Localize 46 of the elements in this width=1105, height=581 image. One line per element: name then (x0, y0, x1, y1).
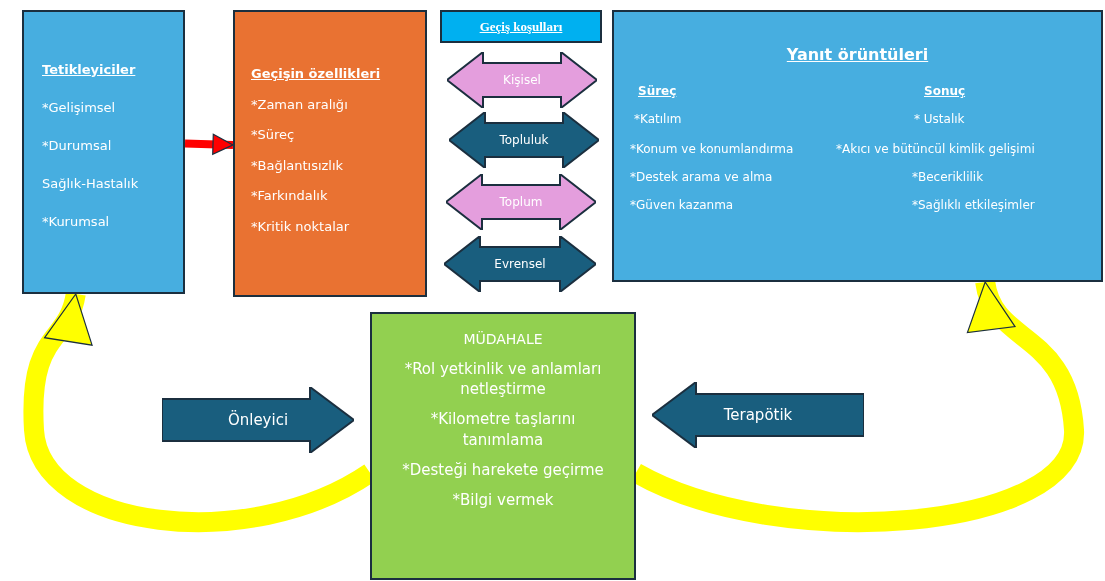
list-item: MÜDAHALE (463, 330, 543, 349)
category-box (233, 10, 427, 297)
double-arrow-shape (447, 52, 597, 108)
arrow-label: Topluluk (498, 133, 550, 147)
list-item: *Konum ve konumlandırma (630, 142, 794, 156)
double-arrow-shape (446, 174, 596, 230)
intervention-box (370, 312, 636, 580)
list-item: *Güven kazanma (630, 198, 734, 212)
list-item: *Kilometre taşlarını tanımlama (429, 409, 577, 450)
block-arrow-shape (652, 382, 864, 448)
list-item: *Gelişimsel (42, 100, 116, 115)
category-box (22, 10, 185, 294)
list-item: *Rol yetkinlik ve anlamları netleştirme (403, 358, 603, 400)
list-item: *Farkındalık (251, 188, 328, 203)
list-item: *Katılım (634, 112, 682, 126)
arrow-label: Toplum (498, 195, 544, 209)
list-item: *Durumsal (42, 138, 112, 153)
arrow-label: Kişisel (502, 73, 542, 87)
list-item: *Bağlantısızlık (251, 157, 344, 173)
heading: Tetikleyiciler (42, 62, 136, 77)
list-item: *Beceriklilik (912, 170, 984, 184)
list-item: *Sağlıklı etkileşimler (912, 198, 1035, 212)
list-item: *Kritik noktalar (251, 218, 350, 234)
heading: Geçişin özellikleri (251, 66, 381, 81)
list-item: *Destek arama ve alma (630, 170, 773, 184)
heading: Sonuç (924, 84, 966, 98)
list-item: *Bilgi vermek (452, 490, 554, 511)
block-arrow-shape (162, 387, 354, 453)
list-item: *Kurumsal (42, 214, 110, 229)
category-box (612, 10, 1103, 282)
arrow-label: Evrensel (493, 257, 547, 271)
arrow-label: Önleyici (226, 411, 290, 429)
list-item: *Süreç (251, 127, 295, 142)
double-arrow-shape (444, 236, 596, 292)
list-item: *Akıcı ve bütüncül kimlik gelişimi (836, 142, 1035, 156)
arrow (184, 133, 234, 155)
list-item: * Ustalık (914, 112, 965, 126)
header-box (440, 10, 602, 43)
heading: Süreç (638, 84, 677, 98)
arrow-label: Terapötik (722, 406, 794, 424)
list-item: *Zaman aralığı (251, 96, 348, 112)
list-item: Sağlık-Hastalık (42, 176, 139, 191)
heading: Yanıt örüntüleri (785, 45, 930, 64)
double-arrow-shape (449, 112, 599, 168)
heading: Geçiş koşulları (478, 18, 564, 35)
list-item: *Desteği harekete geçirme (402, 459, 604, 481)
